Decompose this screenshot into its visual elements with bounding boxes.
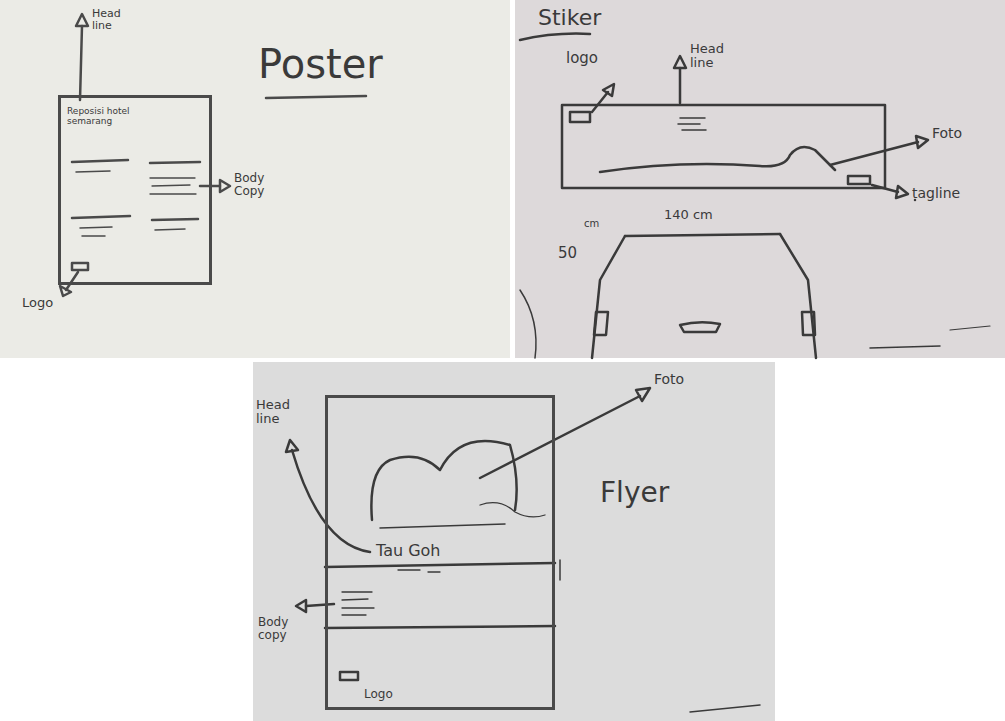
flyer-sketch [286,388,760,712]
sheet-sketch: Tau Goh [325,395,555,710]
sketch-label: Stiker [538,6,601,30]
sketch-label: tagline [912,186,960,201]
sheet-text: Reposisi hotel semarang [67,106,139,127]
sketch-label: Logo [364,688,393,701]
sketch-label: cm [584,218,599,229]
sketch-label: Poster [258,42,383,86]
sketch-label: 140 cm [664,208,713,222]
sketch-label: 50 [558,245,577,262]
sketch-label: Flyer [600,478,669,509]
stiker-sketch [520,34,990,358]
sheet-sketch: Reposisi hotel semarang [58,95,212,285]
sketch-label: Foto [654,372,684,387]
sketch-label: Head line [256,398,300,427]
sheet-text: Tau Goh [376,542,440,560]
sketch-label: Body Copy [234,172,280,198]
sketch-label: logo [566,50,598,67]
sketch-label: Head line [92,8,132,32]
sketch-label: Body copy [258,616,302,642]
sketch-label: Head line [690,42,734,71]
sketch-label: Logo [22,296,53,310]
sketch-label: Foto [932,126,962,141]
